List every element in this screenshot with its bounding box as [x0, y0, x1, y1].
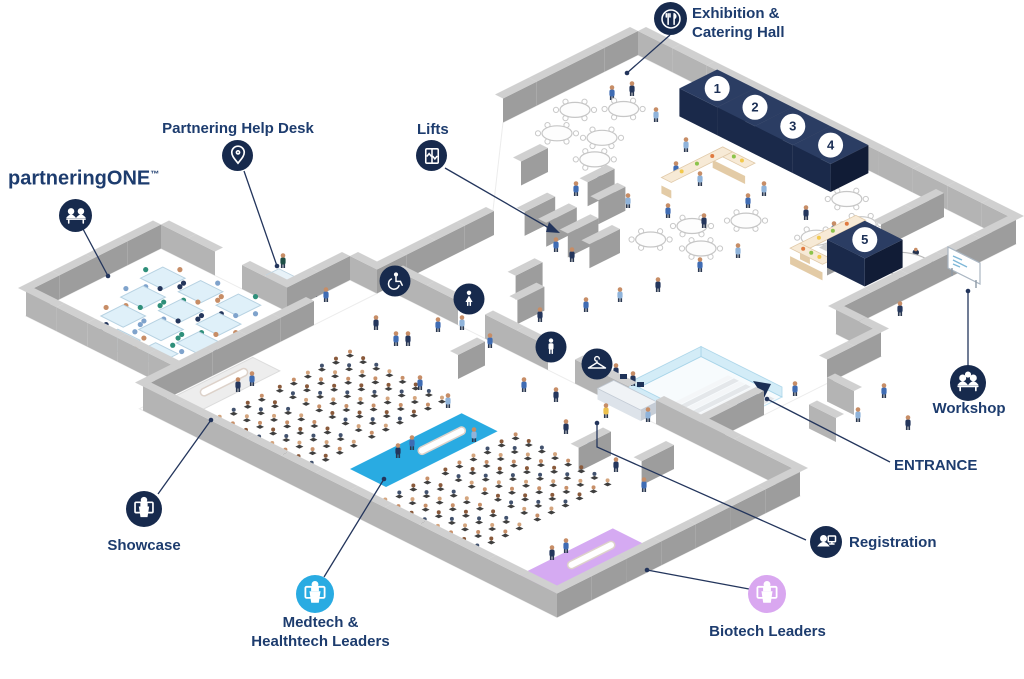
- wheelchair-icon: [379, 265, 411, 297]
- coat-hanger-icon: [581, 348, 613, 380]
- lifts-arrowhead: [546, 222, 560, 233]
- lead-registration: [596, 423, 807, 541]
- label-workshop: Workshop: [932, 400, 1006, 417]
- female-wc-icon: [453, 283, 485, 315]
- label-showcase: Showcase: [107, 537, 181, 554]
- label-partnering-help-desk: Partnering Help Desk: [162, 120, 314, 137]
- label-medtech-line2: Healthtech Leaders: [251, 633, 390, 650]
- lead-partneringone: [82, 228, 109, 277]
- workshop-icon: [950, 365, 986, 401]
- lead-biotech: [646, 569, 750, 590]
- lead-lifts: [444, 167, 550, 229]
- numbered-booth: 4: [792, 126, 869, 192]
- label-exhibition-line2: Catering Hall: [692, 24, 785, 41]
- annotation-layer: [82, 34, 971, 590]
- booth-number-4: 4: [827, 138, 835, 153]
- lead-entrance: [766, 398, 891, 463]
- label-entrance: ENTRANCE: [894, 457, 978, 474]
- registration-icon: [810, 526, 842, 558]
- lead-showcase: [157, 419, 212, 495]
- numbered-booth: 5: [827, 220, 903, 287]
- showcase-podium-icon: [126, 491, 162, 527]
- trademark-symbol: ™: [150, 169, 160, 179]
- booth-number-2: 2: [751, 100, 758, 115]
- partnering-meeting-icon: [59, 199, 92, 232]
- medtech-podium-icon: [296, 575, 334, 613]
- biotech-podium-icon: [748, 575, 786, 613]
- lifts-icon: [416, 140, 447, 171]
- partneringone-wordmark: partneringONE: [8, 167, 151, 190]
- catering-icon: [654, 2, 687, 35]
- male-wc-icon: [535, 331, 567, 363]
- booth-number-5: 5: [861, 232, 868, 247]
- lead-exhibition: [626, 34, 671, 74]
- lead-helpdesk: [243, 170, 278, 267]
- label-medtech-line1: Medtech &: [282, 614, 359, 631]
- label-partneringone: partneringONE™: [8, 165, 159, 189]
- help-desk-pin-icon: [222, 140, 253, 171]
- booth-number-1: 1: [714, 81, 721, 96]
- label-registration: Registration: [849, 534, 937, 551]
- booth-number-3: 3: [789, 119, 796, 134]
- label-biotech-leaders: Biotech Leaders: [709, 623, 826, 640]
- label-lifts: Lifts: [417, 121, 449, 138]
- lead-medtech: [323, 478, 385, 578]
- label-exhibition-catering: Exhibition & Catering Hall: [692, 4, 785, 42]
- label-medtech-healthtech: Medtech & Healthtech Leaders: [243, 613, 398, 651]
- object-layer: 1 2 3 4 5: [18, 27, 1024, 618]
- label-exhibition-line1: Exhibition &: [692, 5, 780, 22]
